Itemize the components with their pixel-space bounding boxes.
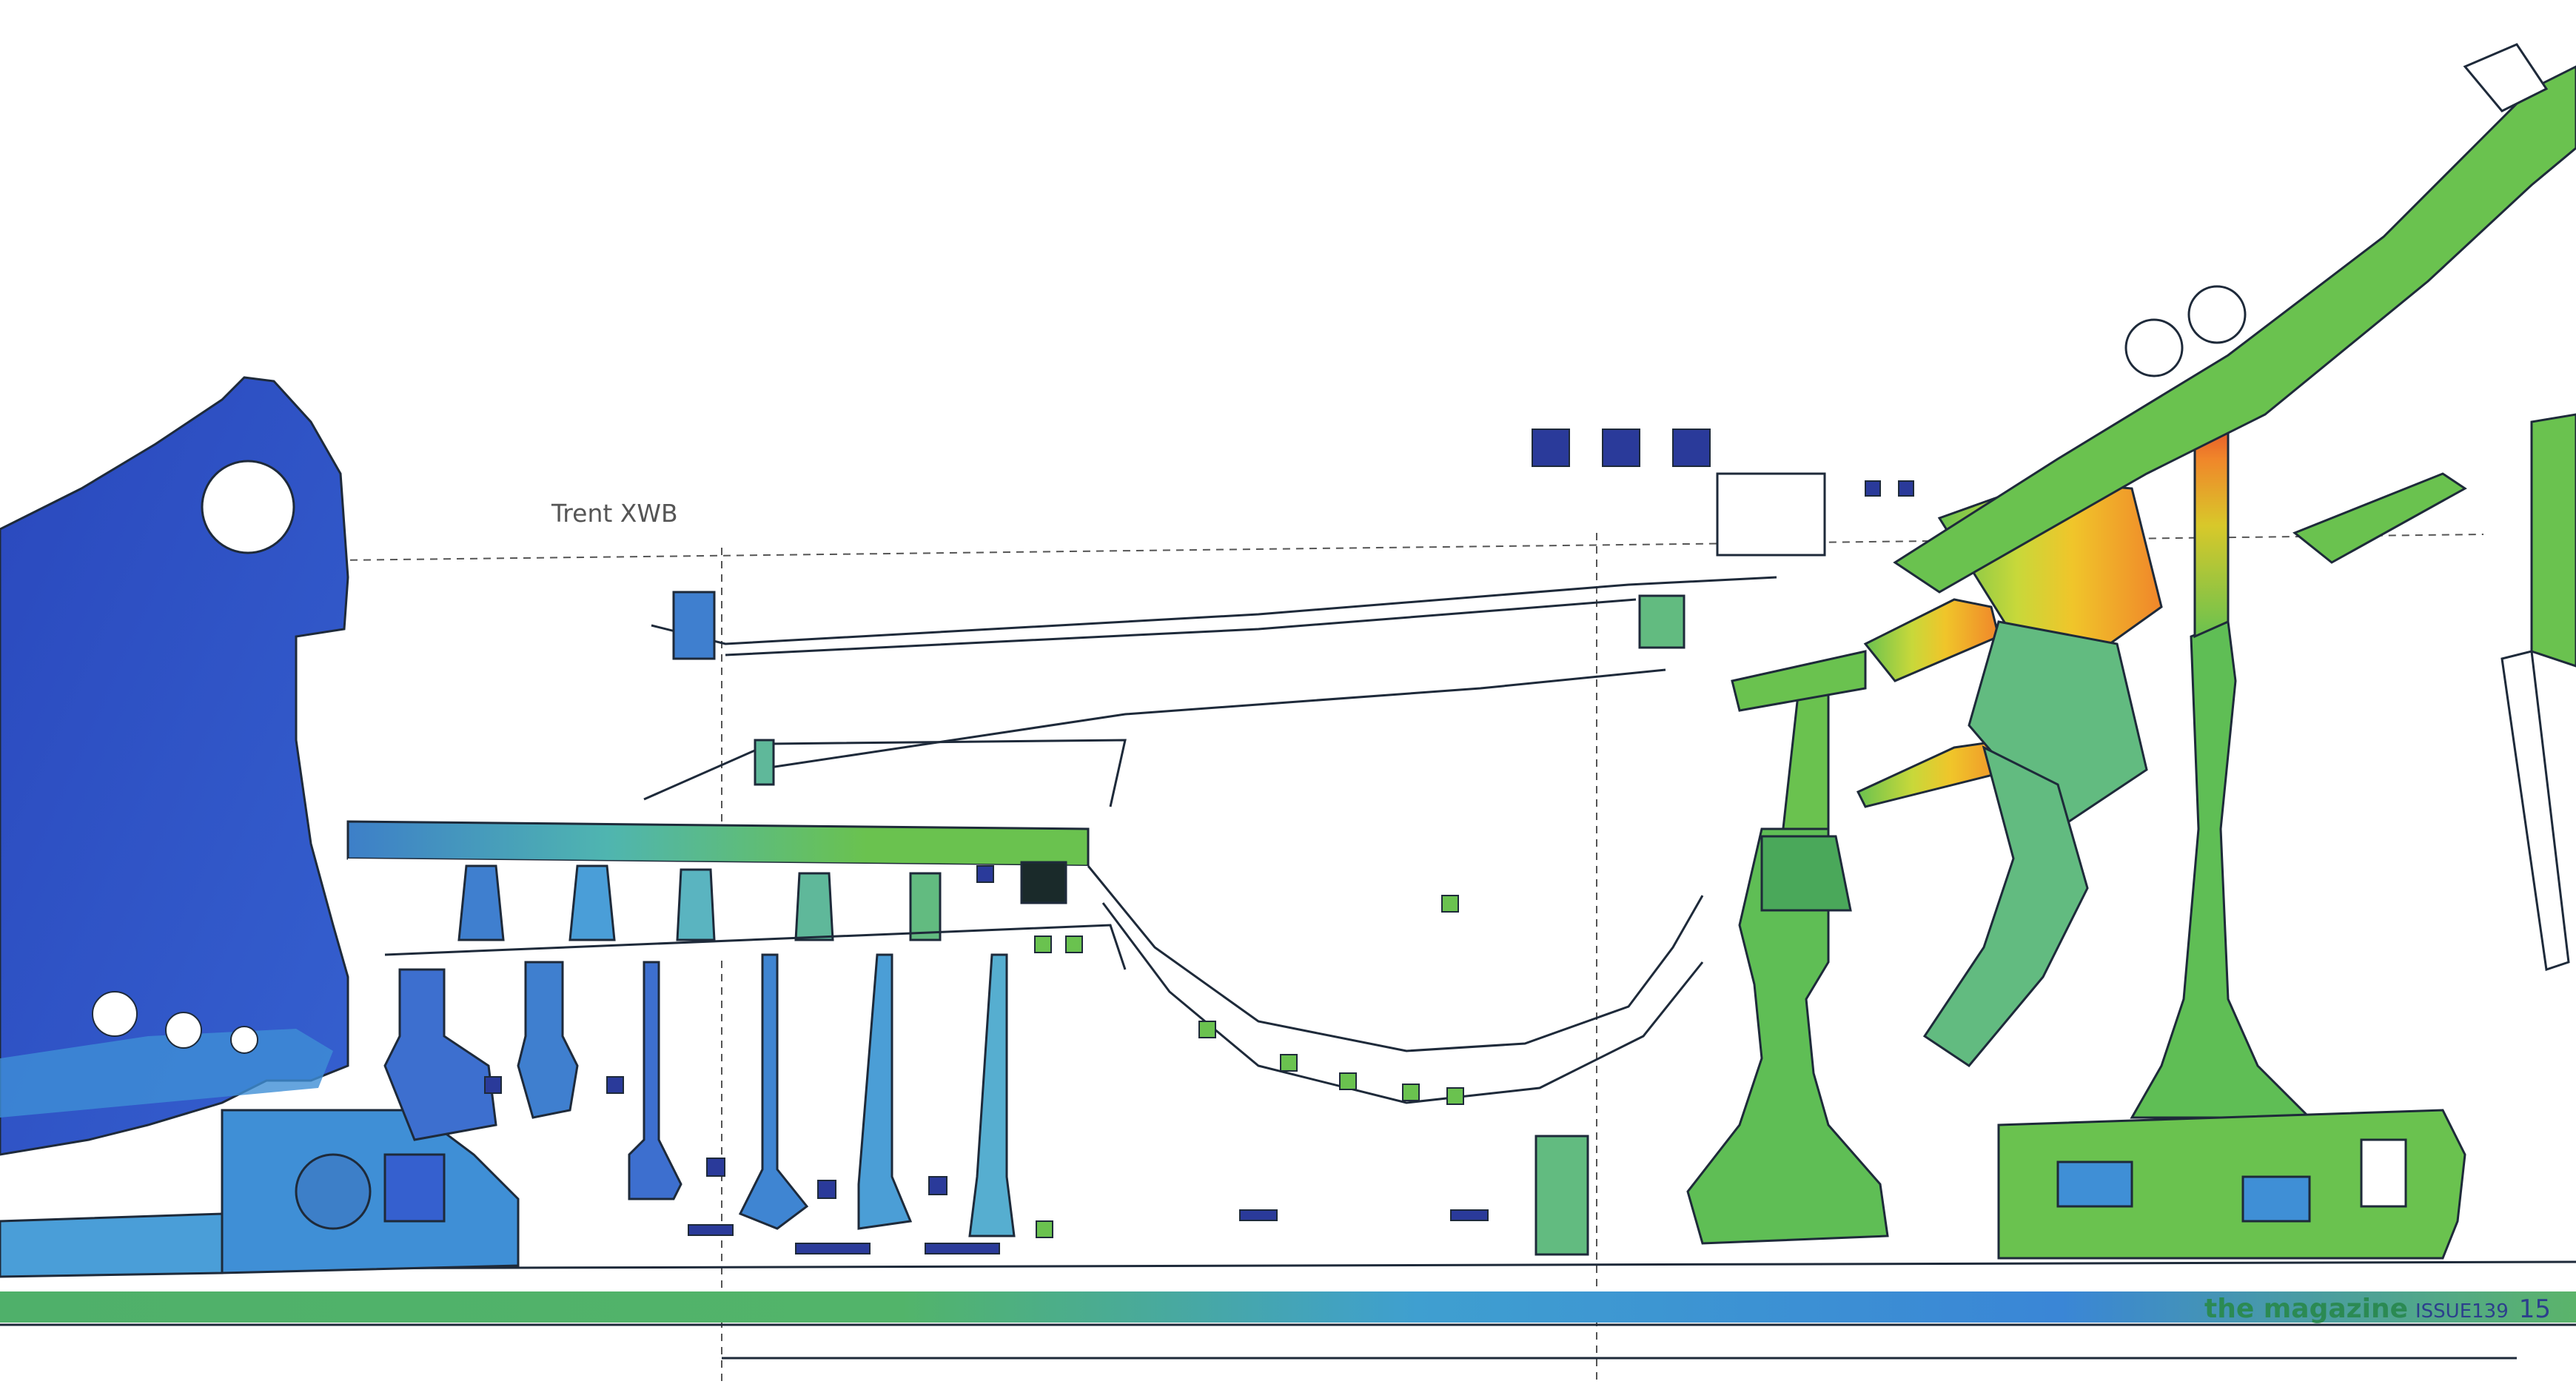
pylon-arm — [1893, 43, 2576, 594]
lp-turbine — [1997, 413, 2576, 1260]
compressor-struts — [672, 591, 1686, 1256]
bypass-duct — [643, 576, 1777, 1104]
magazine-name: the magazine — [2204, 1294, 2408, 1324]
compressor-blades — [346, 820, 1127, 1237]
diagram-title: Trent XWB — [551, 499, 678, 528]
section-markers — [484, 429, 1914, 1254]
cooling-holes — [976, 865, 1464, 1238]
magazine-footer: the magazine ISSUE139 15 — [2204, 1294, 2551, 1324]
page-number: 15 — [2518, 1294, 2552, 1324]
main-shaft — [0, 1260, 2576, 1360]
front-bearing-housing — [0, 1109, 520, 1278]
fan-casing — [0, 376, 349, 1156]
turbine-disc — [1686, 412, 2312, 1245]
issue-number: ISSUE139 — [2415, 1300, 2509, 1323]
